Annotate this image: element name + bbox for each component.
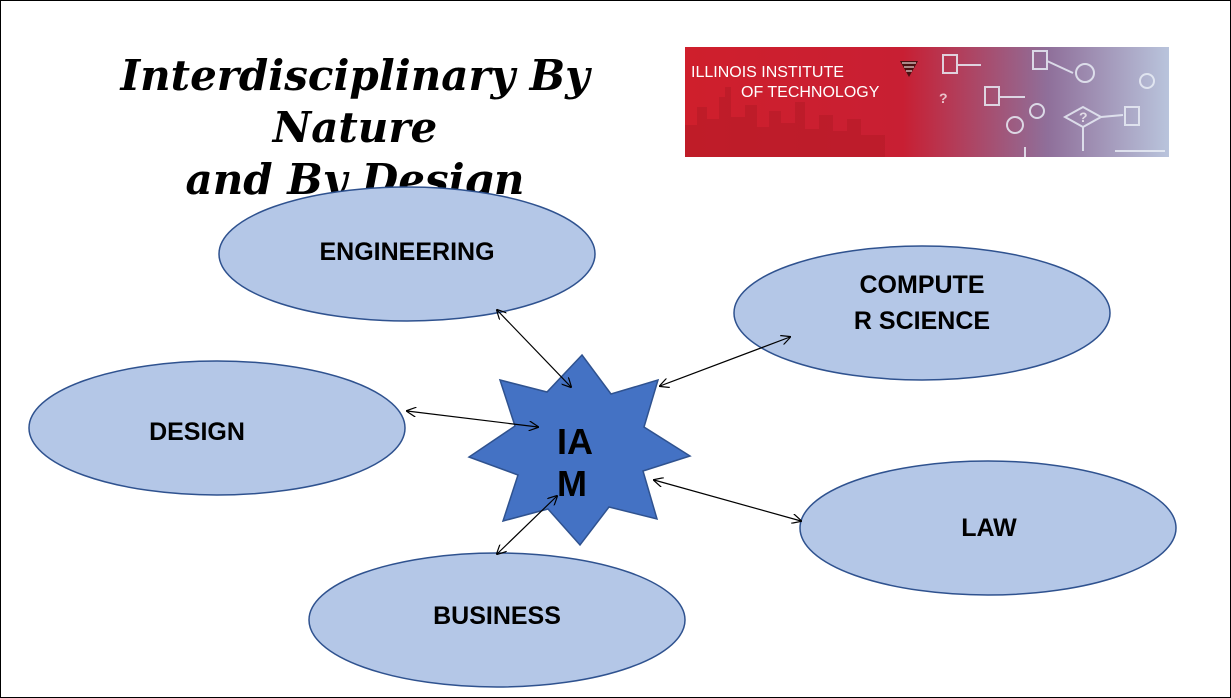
connector-business-hub	[497, 496, 557, 554]
label-engineering: ENGINEERING	[319, 238, 495, 266]
connector-engineering-hub	[497, 310, 571, 387]
connector-law-hub	[654, 480, 801, 521]
hub-label-line-1: IA	[557, 421, 593, 462]
logo-text-line-1: ILLINOIS INSTITUTE	[691, 64, 844, 81]
hub-label: IA M	[557, 421, 593, 505]
label-law: LAW	[961, 514, 1017, 542]
flowchart-icons	[942, 50, 1165, 157]
label-computer-science-line-1: COMPUTE	[859, 271, 985, 299]
label-computer-science-line-2: R SCIENCE	[853, 307, 991, 335]
hub-label-line-2: M	[557, 463, 587, 504]
node-engineering	[218, 186, 596, 322]
connector-computer-science-hub	[660, 337, 790, 386]
node-design	[28, 360, 406, 496]
logo-text-line-2: OF TECHNOLOGY	[741, 84, 880, 101]
connector-design-hub	[407, 411, 538, 427]
node-law	[799, 460, 1177, 596]
iit-logo-banner: ? ? ILLINOIS INSTITUTE OF TECHNOLOGY	[685, 47, 1169, 157]
logo-graphic: ? ? ILLINOIS INSTITUTE OF TECHNOLOGY	[685, 47, 1169, 157]
label-computer-science: COMPUTE R SCIENCE	[772, 267, 1072, 339]
label-business: BUSINESS	[433, 602, 561, 630]
label-design: DESIGN	[149, 418, 245, 446]
iit-mark-icon	[900, 61, 918, 77]
question-mark-icon-2: ?	[1079, 109, 1088, 125]
skyline-graphic	[685, 87, 885, 157]
title-line-1: Interdisciplinary By Nature	[120, 51, 590, 152]
question-mark-icon: ?	[939, 90, 948, 106]
node-computer-science	[733, 245, 1111, 381]
